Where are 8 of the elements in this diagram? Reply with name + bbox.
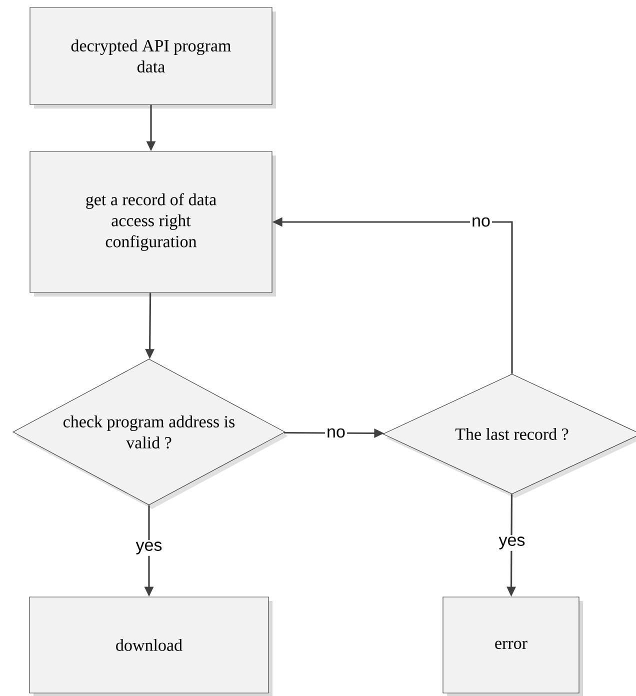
process-box: download xyxy=(29,596,272,696)
edge-label: yes xyxy=(134,540,164,556)
process-box: error xyxy=(442,596,583,696)
edge-label: no xyxy=(325,426,347,440)
process-box: get a record of data access right configuration xyxy=(30,151,276,296)
edge-label: no xyxy=(470,216,492,228)
process-box: decrypted API program data xyxy=(30,7,276,108)
edge-label: yes xyxy=(497,535,527,551)
